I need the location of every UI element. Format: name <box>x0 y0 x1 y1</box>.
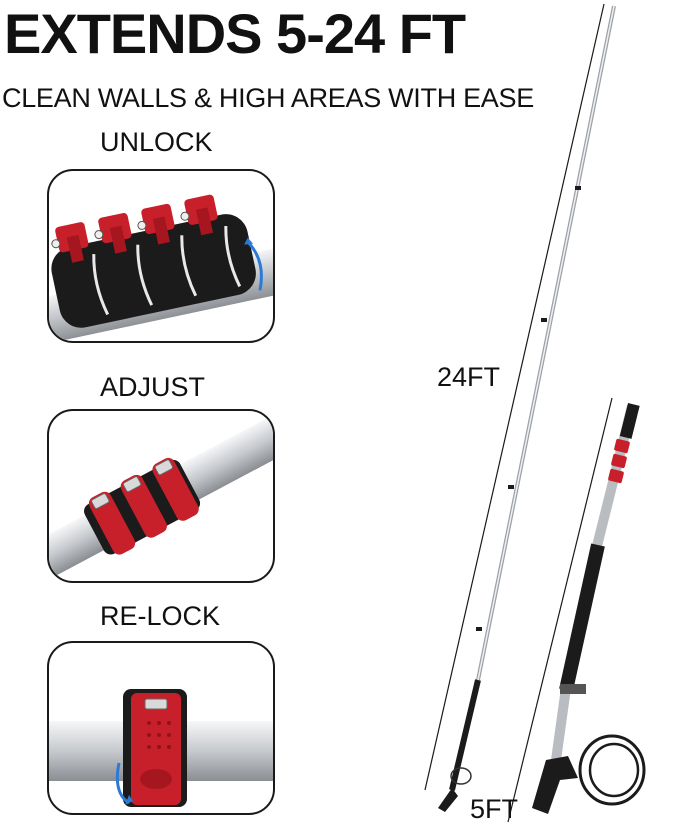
extended-pole <box>438 5 616 812</box>
adjust-illustration <box>49 411 273 581</box>
collapsed-pole <box>532 403 646 814</box>
step-label-unlock: UNLOCK <box>100 127 213 157</box>
label-extended-length: 24FT <box>437 362 501 392</box>
extension-poles-illustration <box>424 3 646 823</box>
dimension-line-5ft <box>507 397 613 823</box>
dimension-line-24ft <box>424 3 605 791</box>
step-label-adjust: ADJUST <box>100 372 206 402</box>
label-collapsed-length: 5FT <box>470 794 519 824</box>
panel-unlock <box>47 169 275 343</box>
title: EXTENDS 5-24 FT <box>4 2 466 65</box>
relock-illustration <box>49 689 273 807</box>
step-label-relock: RE-LOCK <box>100 601 221 631</box>
subtitle: CLEAN WALLS & HIGH AREAS WITH EASE <box>2 83 534 113</box>
panel-adjust <box>47 409 275 583</box>
unlock-illustration <box>49 194 273 341</box>
panel-relock <box>47 641 275 815</box>
